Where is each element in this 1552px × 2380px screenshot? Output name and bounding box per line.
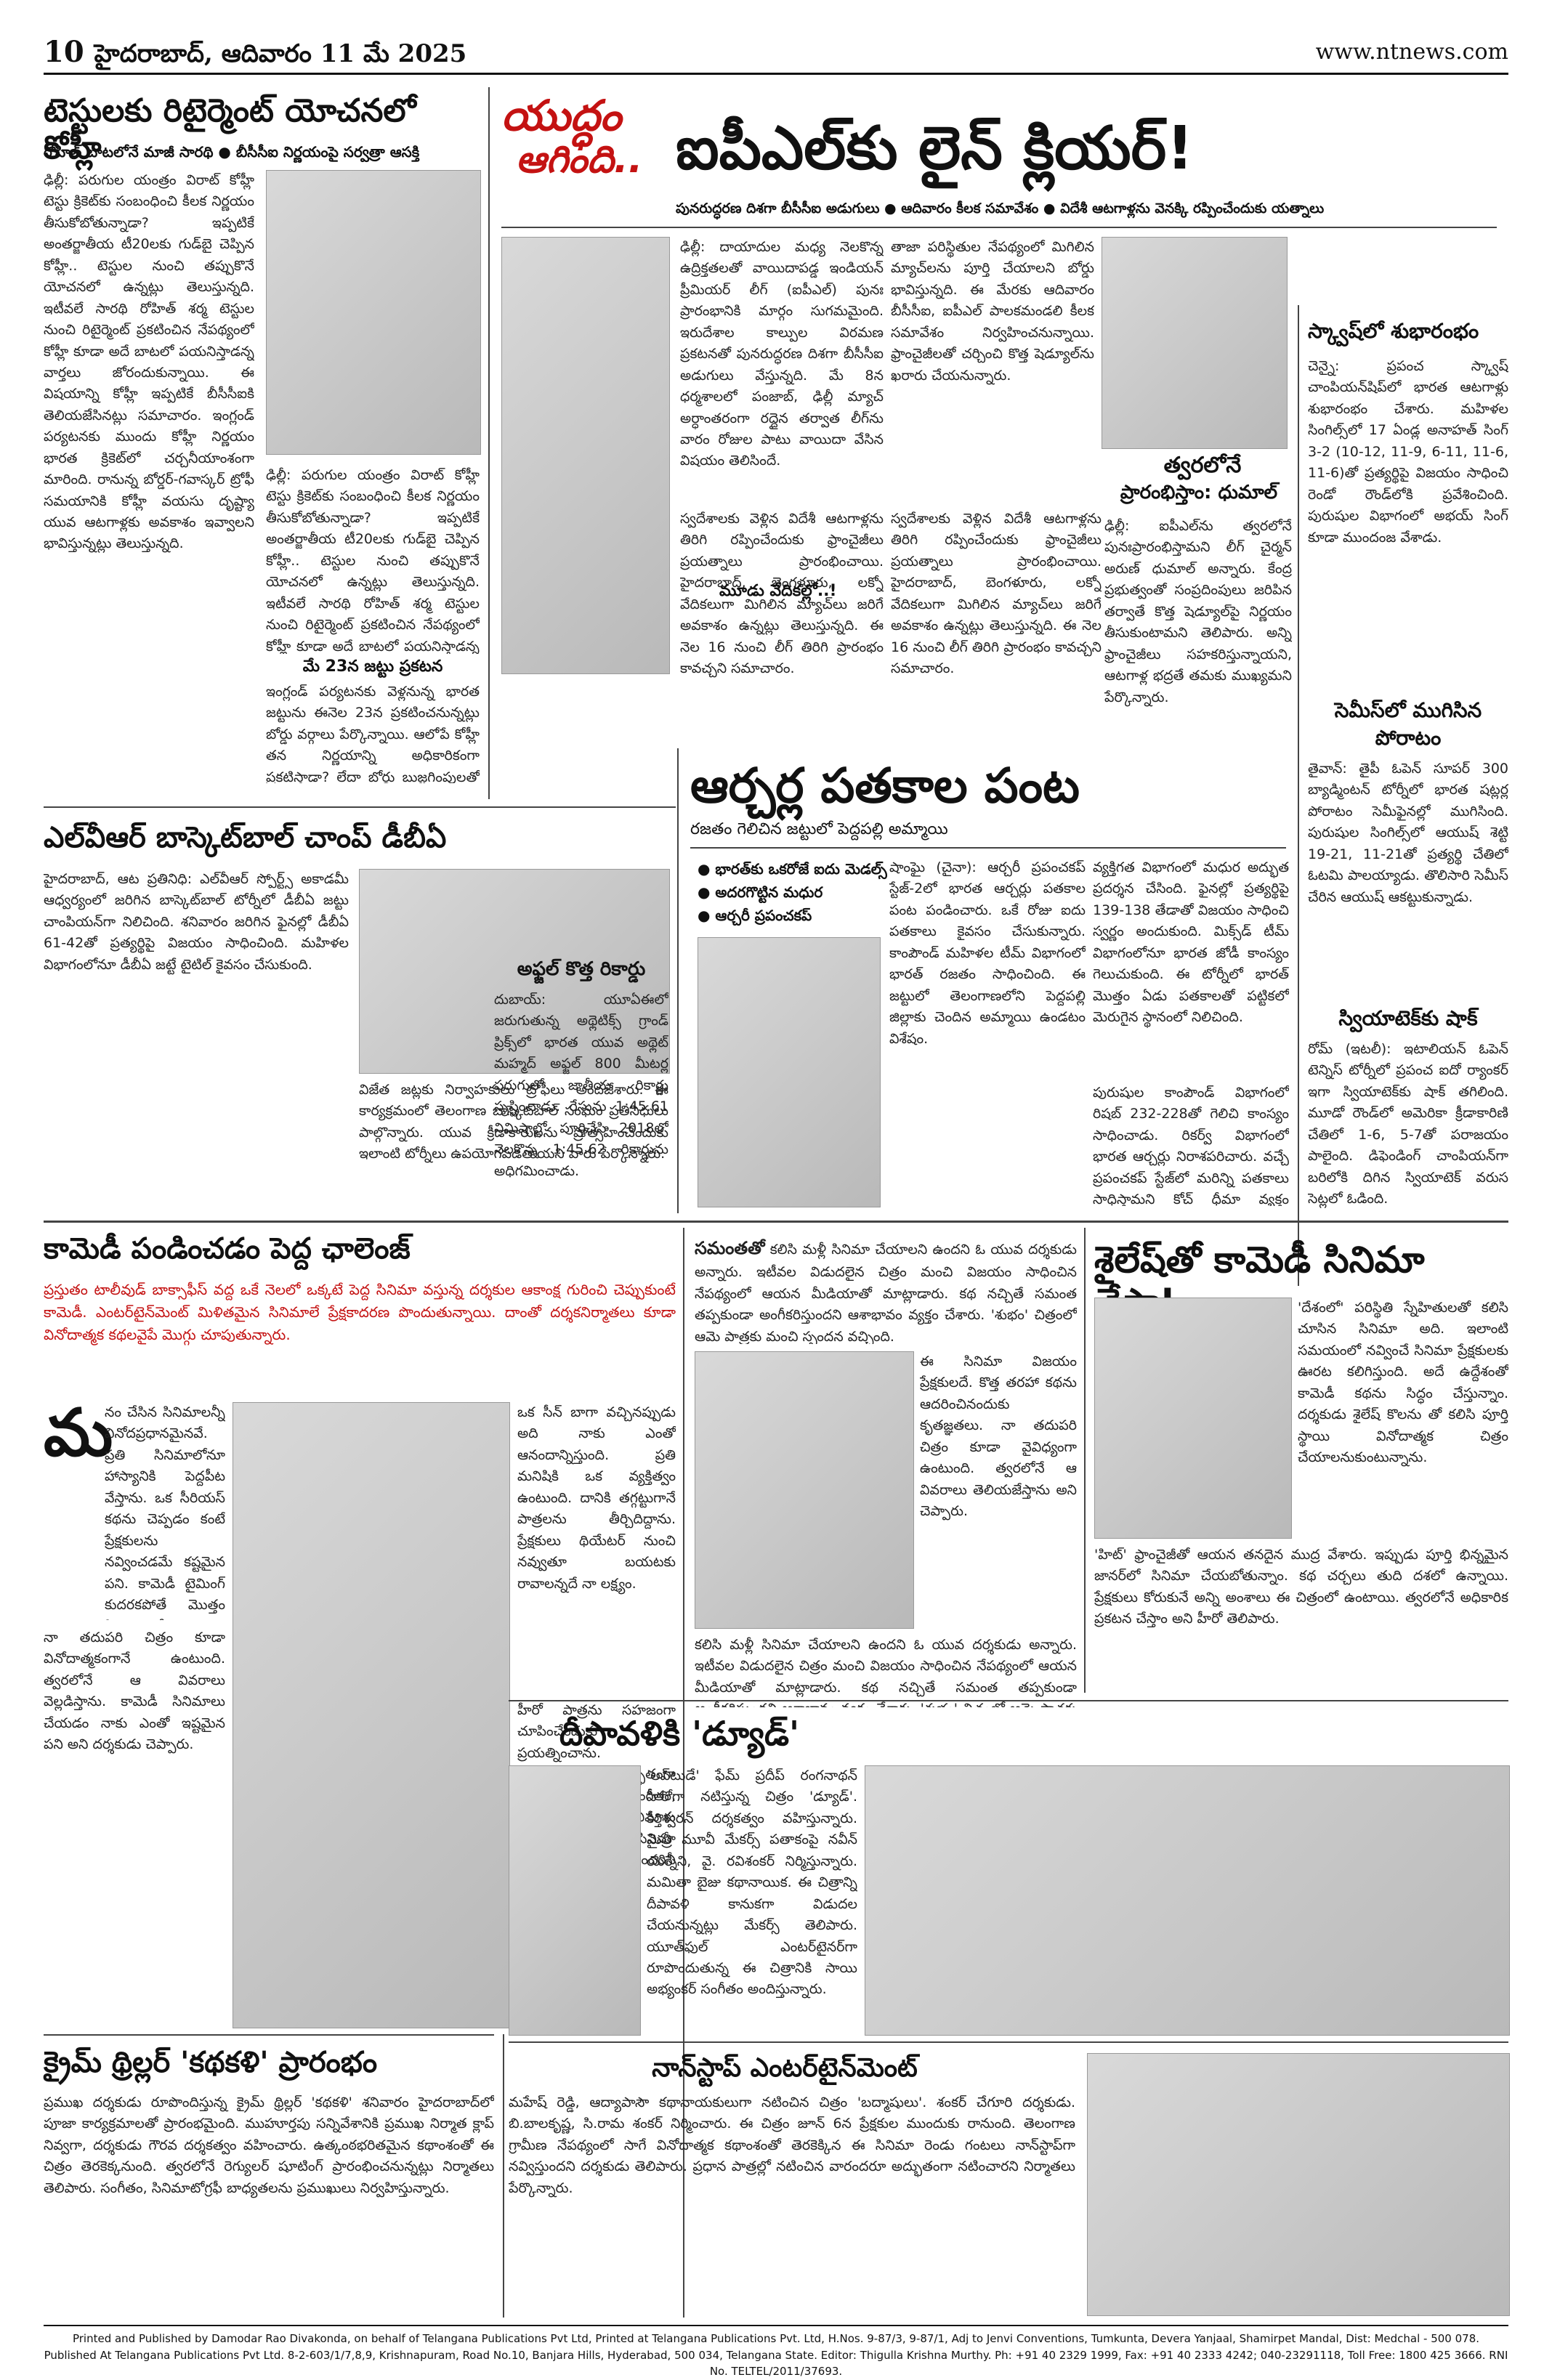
samantha-rule-left: [683, 1228, 684, 2318]
afzal-body: దుబాయ్: యూఏఈలో జరుగుతున్న అథ్లెటిక్స్ గ్…: [494, 992, 668, 1179]
archery-body-col1: షాంఘై (చైనా): ఆర్చరీ ప్రపంచకప్ స్టేజ్-2ల…: [889, 859, 1086, 1047]
kohli-subheads: రోహిత్ బాటలోనే మాజీ సారథి ● బీసీసీఐ నిర్…: [44, 143, 420, 161]
squash-body: చెన్నై: ప్రపంచ స్క్వాష్ చాంపియన్‌షిప్‌లో…: [1308, 358, 1508, 546]
archery-body-col2: వ్యక్తిగత విభాగంలో మధుర అద్భుత ప్రదర్శన …: [1093, 859, 1289, 1026]
ipl-photo: [501, 237, 670, 674]
samantha-photo: [695, 1351, 914, 1629]
ipl-body-col4: స్వదేశాలకు వెళ్లిన విదేశీ ఆటగాళ్లను తిరి…: [891, 511, 1102, 677]
ipl-headline: ఐపీఎల్‌కు లైన్ క్లియర్!: [676, 114, 1194, 183]
kohli-section-head: మే 23న జట్టు ప్రకటన: [302, 657, 443, 676]
comedy-headline: కామెడీ పండించడం పెద్ద ఛాలెంజ్: [44, 1232, 411, 1266]
kohli-photo: [266, 170, 481, 455]
nonstop-body: మహేష్ రెడ్డి, ఆద్యాపాసౌ కథానాయకులుగా నటి…: [509, 2094, 1075, 2196]
squash-head: స్క్వాష్‌లో శుభారంభం: [1308, 319, 1479, 343]
kohli-headline: టెస్టులకు రిటైర్మెంట్ యోచనలో కోహ్లీ: [44, 92, 416, 166]
right-column-rule: [1298, 305, 1299, 1286]
samantha-lead: సమంతతో: [695, 1238, 765, 1258]
comedy-body-col2: ఒక సీన్ బాగా వచ్చినప్పుడు అది నాకు ఎంతో …: [517, 1404, 676, 1592]
ipl-bullet-3: విదేశీ ఆటగాళ్లను వెనక్కి రప్పించేందుకు య…: [1060, 201, 1325, 216]
nonstop-headline: నాన్‌స్టాప్ ఎంటర్‌టైన్‌మెంట్: [652, 2053, 918, 2083]
archery-headline: ఆర్చర్ల పతకాల పంట: [690, 758, 1080, 814]
ipl-bullet-2: ఆదివారం కీలక సమావేశం: [901, 201, 1039, 216]
ipl-photo-2: [1102, 237, 1288, 449]
imprint-footer: Printed and Published by Damodar Rao Div…: [44, 2325, 1508, 2380]
comedy-intro: ప్రస్తుతం టాలీవుడ్ బాక్సాఫీస్ వద్ద ఒకే న…: [44, 1281, 676, 1343]
archery-rule: [690, 847, 1286, 849]
ipl-rule: [501, 227, 1497, 228]
samantha-body-2: ఈ సినిమా విజయం ప్రేక్షకులదే. కొత్త తరహా …: [920, 1353, 1077, 1520]
siaet-head: స్వియాటెక్‌కు షాక్: [1338, 1006, 1478, 1030]
yuddham-tag-line2: ఆగింది..: [516, 137, 643, 182]
crime-rule: [44, 2034, 494, 2036]
ipl-bullets: పునరుద్ధరణ దిశగా బీసీసీఐ అడుగులు ● ఆదివా…: [676, 201, 1325, 216]
date-line: హైదరాబాద్, ఆదివారం 11 మే 2025: [94, 39, 467, 68]
cinema-section-rule: [44, 1221, 1508, 1223]
ipl-bullet-1: పునరుద్ధరణ దిశగా బీసీసీఐ అడుగులు: [676, 201, 880, 216]
column-rule: [488, 87, 490, 799]
imprint-line-1: Printed and Published by Damodar Rao Div…: [72, 2332, 1480, 2345]
dhumal-body: ఢిల్లీ: ఐపీఎల్‌ను త్వరలోనే పునఃప్రారంభిస…: [1104, 518, 1292, 705]
shailesh-body-2: 'హిట్' ఫ్రాంచైజీతో ఆయన తనదైన ముద్ర వేశార…: [1094, 1547, 1508, 1627]
afzal-head: అఫ్జల్ కొత్త రికార్డు: [517, 958, 646, 980]
samantha-body-1-text: కలిసి మళ్లీ సినిమా చేయాలని ఉందని ఓ యువ ద…: [695, 1242, 1077, 1344]
comedy-drop-cap: మ: [44, 1395, 113, 1471]
archery-bullet-1-text: భారత్‌కు ఒకరోజే ఐదు మెడల్స్: [715, 860, 887, 878]
nonstop-rule: [509, 2041, 1508, 2043]
deepavali-photo-2: [865, 1765, 1510, 2036]
semis-head-2: పోరాటం: [1375, 726, 1442, 750]
ipl-body-col2b: స్వదేశాలకు వెళ్లిన విదేశీ ఆటగాళ్లను తిరి…: [680, 511, 884, 677]
page-number: 10: [44, 35, 84, 69]
comedy-photo: [233, 1402, 510, 2028]
website-url[interactable]: www.ntnews.com: [1315, 39, 1508, 65]
archery-bullet-3-text: ఆర్చరీ ప్రపంచకప్: [715, 907, 812, 924]
deepavali-headline: దీపావళికి 'డ్యూడ్': [559, 1714, 800, 1753]
deepavali-body: 'లవ్‌టుడే' ఫేమ్ ప్రదీప్ రంగనాథన్ హీరోగా …: [647, 1768, 857, 1998]
ipl-minor-head: మూడు వేదికల్లో..!: [719, 582, 837, 600]
kohli-body-col2a: ఢిల్లీ: పరుగుల యంత్రం విరాట్ కోహ్లీ టెస్…: [266, 467, 480, 654]
kohli-body-col1: ఢిల్లీ: పరుగుల యంత్రం విరాట్ కోహ్లీ టెస్…: [44, 172, 254, 552]
ipl-body-col2: ఢిల్లీ: దాయాదుల మధ్య నెలకొన్న ఉద్రిక్తతల…: [680, 239, 884, 469]
basketball-headline: ఎల్‌వీఆర్ బాస్కెట్‌బాల్ చాంప్ డీబీఏ: [44, 821, 447, 854]
kohli-body-col2b: ఇంగ్లండ్ పర్యటనకు వెళ్లనున్న భారత జట్టున…: [266, 684, 480, 783]
comedy-body-col1: నం చేసిన సినిమాలన్నీ వినోదప్రధానమైనవే. ప…: [105, 1404, 225, 1620]
archery-bullet-1: ● భారత్‌కు ఒకరోజే ఐదు మెడల్స్: [698, 860, 887, 878]
archery-photo: [698, 937, 881, 1207]
crime-rule-v: [503, 2034, 504, 2318]
archery-bullet-2-text: అదరగొట్టిన మధుర: [715, 883, 823, 901]
shailesh-photo: [1094, 1298, 1292, 1539]
siaet-body: రోమ్ (ఇటలీ): ఇటాలియన్ ఓపెన్ టెన్నిస్ టోర…: [1308, 1041, 1508, 1207]
archery-bullet-2: ● అదరగొట్టిన మధుర: [698, 883, 823, 901]
dhumal-head-2: ప్రారంభిస్తాం: ధుమాల్: [1120, 482, 1278, 503]
crime-body: ప్రముఖ దర్శకుడు రూపొందిస్తున్న క్రైమ్ థ్…: [44, 2094, 494, 2196]
archery-bullet-3: ● ఆర్చరీ ప్రపంచకప్: [698, 907, 812, 924]
crime-headline: క్రైమ్ థ్రిల్లర్ 'కథకళి' ప్రారంభం: [44, 2046, 378, 2079]
archery-rule-left: [677, 748, 679, 1213]
semis-body: తైవాన్: తైపీ ఓపెన్ సూపర్ 300 బ్యాడ్మింటన…: [1308, 761, 1508, 905]
samantha-body-3: కలిసి మళ్లీ సినిమా చేయాలని ఉందని ఓ యువ ద…: [695, 1637, 1077, 1707]
samantha-body-1: సమంతతో కలిసి మళ్లీ సినిమా చేయాలని ఉందని …: [695, 1235, 1077, 1344]
page-date-line: 10 హైదరాబాద్, ఆదివారం 11 మే 2025: [44, 35, 466, 74]
basketball-photo: [359, 869, 670, 1074]
semis-head-1: సెమీస్‌లో ముగిసిన: [1334, 698, 1482, 722]
kohli-sub-left: రోహిత్ బాటలోనే మాజీ సారథి: [44, 143, 214, 161]
ipl-body-col3: తాజా పరిస్థితుల నేపథ్యంలో మిగిలిన మ్యాచ్…: [891, 239, 1094, 384]
archery-body-col3: పురుషుల కాంపౌండ్ విభాగంలో రిషబ్ 232-228త…: [1093, 1085, 1289, 1206]
shailesh-rule-left: [1084, 1228, 1086, 1693]
basketball-body-col1: హైదరాబాద్, ఆట ప్రతినిధి: ఎల్‌వీఆర్ స్పోర…: [44, 871, 349, 973]
masthead: 10 హైదరాబాద్, ఆదివారం 11 మే 2025 www.ntn…: [44, 29, 1508, 75]
comedy-body-col1b: నా తదుపరి చిత్రం కూడా వినోదాత్మకంగానే ఉం…: [44, 1630, 225, 1753]
yuddham-tag-line1: యుద్ధం: [501, 91, 622, 140]
yuddham-tag: యుద్ధం ఆగింది..: [501, 91, 668, 209]
basketball-rule-top: [44, 806, 676, 808]
nonstop-photo: [1087, 2053, 1510, 2316]
shailesh-body-1: 'దేశంలో' పరిస్థితి స్నేహితులతో కలిసి చూస…: [1298, 1300, 1508, 1466]
dhumal-head-1: త్వరలోనే: [1163, 453, 1242, 478]
kohli-sub-right: బీసీసీఐ నిర్ణయంపై సర్వత్రా ఆసక్తి: [235, 143, 420, 161]
deepavali-photo: [509, 1765, 641, 2036]
archery-bullets: ● భారత్‌కు ఒకరోజే ఐదు మెడల్స్ ● అదరగొట్ట…: [698, 857, 916, 927]
deepavali-rule: [509, 1700, 1508, 1701]
imprint-line-2: Published At Telangana Publications Pvt …: [44, 2348, 1508, 2379]
basketball-body-col2: విజేత జట్లకు నిర్వాహకులు ట్రోఫీలు అందజేశ…: [359, 1082, 668, 1162]
archery-sub: రజతం గెలిచిన జట్టులో పెద్దపల్లి అమ్మాయి: [690, 820, 948, 838]
